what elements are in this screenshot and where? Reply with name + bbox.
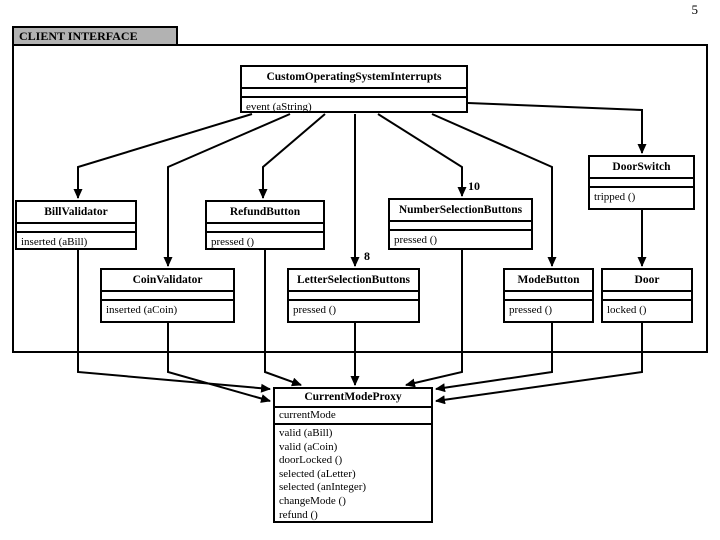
method-label: locked (): [607, 304, 647, 316]
page-number: 5: [691, 2, 699, 17]
class-attr-compartment: [603, 292, 691, 301]
class-title: ModeButton: [505, 270, 592, 292]
class-box-letterselectionbuttons: LetterSelectionButtons pressed (): [287, 268, 420, 323]
class-title: Door: [603, 270, 691, 292]
class-attr-compartment: [590, 179, 693, 188]
class-attr-compartment: [102, 292, 233, 301]
class-title: BillValidator: [17, 202, 135, 224]
class-attr-compartment: [289, 292, 418, 301]
method-label: selected (aLetter): [279, 467, 356, 480]
edge-refundbutton-to-proxy: [264, 250, 302, 387]
edge-coinvalidator-to-proxy: [167, 323, 271, 403]
edge-interrupts-to-coinvalidator: [163, 113, 291, 267]
class-methods: event (aString): [242, 98, 466, 115]
method-label: selected (anInteger): [279, 481, 367, 494]
class-methods: pressed (): [289, 301, 418, 318]
class-methods: valid (aBill) valid (aCoin) doorLocked (…: [275, 425, 431, 523]
method-label: valid (aBill): [279, 427, 333, 439]
method-label: valid (aCoin): [279, 440, 338, 453]
class-title: LetterSelectionButtons: [289, 270, 418, 292]
class-box-modebutton: ModeButton pressed (): [503, 268, 594, 323]
class-title: NumberSelectionButtons: [390, 200, 531, 222]
package-tab-label: CLIENT INTERFACE: [12, 26, 178, 46]
edge-numberselection-to-proxy: [405, 250, 463, 388]
class-methods: inserted (aBill): [17, 233, 135, 250]
class-attr-compartment: [207, 224, 323, 233]
multiplicity-label-10: 10: [468, 179, 480, 193]
edge-door-to-proxy: [435, 323, 643, 405]
class-methods: pressed (): [390, 231, 531, 248]
multiplicity-label-8: 8: [364, 249, 370, 263]
method-label: doorLocked (): [279, 454, 343, 467]
class-attr-compartment: [390, 222, 531, 231]
class-box-door: Door locked (): [601, 268, 693, 323]
method-label: changeMode (): [279, 494, 346, 507]
class-box-refundbutton: RefundButton pressed (): [205, 200, 325, 250]
class-title: CoinValidator: [102, 270, 233, 292]
class-box-currentmodeproxy: CurrentModeProxy currentMode valid (aBil…: [273, 387, 433, 523]
class-attr-compartment: [242, 89, 466, 98]
edge-modebutton-to-proxy: [435, 323, 553, 393]
method-label: pressed (): [293, 304, 337, 316]
class-title: CustomOperatingSystemInterrupts: [242, 67, 466, 89]
method-label: event (aString): [246, 101, 312, 113]
method-label: pressed (): [509, 304, 553, 316]
method-label: pressed (): [211, 236, 255, 248]
class-box-billvalidator: BillValidator inserted (aBill): [15, 200, 137, 250]
class-methods: tripped (): [590, 188, 693, 205]
edge-interrupts-to-billvalidator: [73, 113, 253, 199]
edge-interrupts-to-doorswitch: [467, 102, 647, 154]
method-label: inserted (aCoin): [106, 304, 178, 316]
class-methods: locked (): [603, 301, 691, 318]
class-box-numberselectionbuttons: NumberSelectionButtons pressed (): [388, 198, 533, 250]
method-label: inserted (aBill): [21, 236, 88, 248]
edge-interrupts-to-numberselection: [377, 113, 467, 197]
class-title: DoorSwitch: [590, 157, 693, 179]
class-box-interrupts: CustomOperatingSystemInterrupts event (a…: [240, 65, 468, 113]
class-attr-compartment: [505, 292, 592, 301]
class-attr-compartment: [17, 224, 135, 233]
class-title: RefundButton: [207, 202, 323, 224]
class-methods: pressed (): [505, 301, 592, 318]
class-attribute: currentMode: [275, 408, 431, 425]
method-label: refund (): [279, 508, 318, 521]
method-label: tripped (): [594, 191, 636, 203]
class-title: CurrentModeProxy: [275, 389, 431, 408]
edge-interrupts-to-refundbutton: [258, 113, 326, 199]
edge-interrupts-to-modebutton: [431, 113, 557, 267]
class-methods: pressed (): [207, 233, 323, 250]
class-box-doorswitch: DoorSwitch tripped (): [588, 155, 695, 210]
class-methods: inserted (aCoin): [102, 301, 233, 318]
class-box-coinvalidator: CoinValidator inserted (aCoin): [100, 268, 235, 323]
method-label: pressed (): [394, 234, 438, 246]
